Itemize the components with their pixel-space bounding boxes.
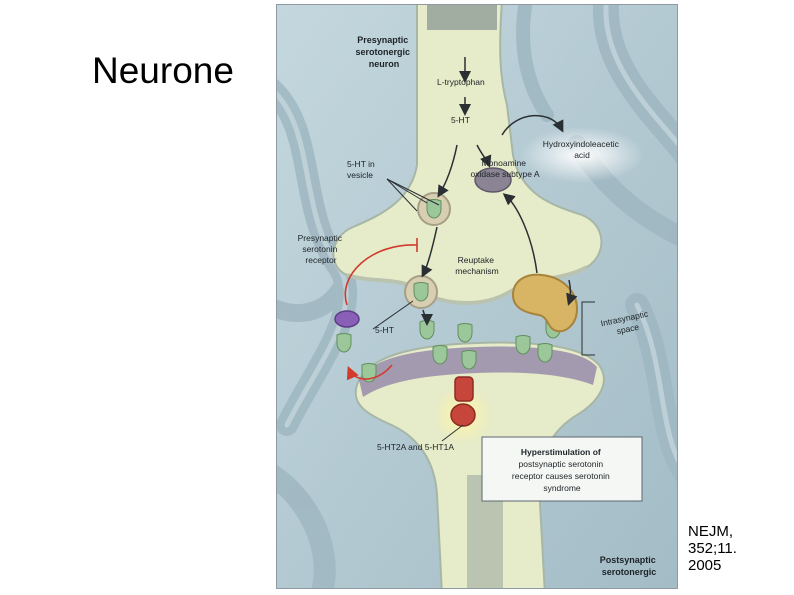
label-hydroxyindoleacetic-acid: Hydroxyindoleacetic acid bbox=[543, 139, 621, 160]
label-receptor-types: 5-HT2A and 5-HT1A bbox=[377, 442, 454, 452]
label-monoamine-oxidase: Monoamine oxidase subtype A bbox=[471, 158, 540, 179]
leader-vesicle-b bbox=[386, 178, 418, 212]
label-5ht-top: 5-HT bbox=[451, 115, 470, 125]
label-5ht-in-vesicle: 5-HT in vesicle bbox=[347, 159, 377, 180]
arrow-to-hiaa bbox=[501, 114, 564, 136]
presynaptic-serotonin-receptor bbox=[334, 310, 360, 328]
arrow-transporter bbox=[566, 279, 578, 306]
serotonin-molecule bbox=[537, 343, 553, 363]
leader-vesicle-c bbox=[386, 178, 440, 206]
serotonin-molecule bbox=[461, 350, 477, 370]
feedback-arrows bbox=[344, 238, 418, 381]
label-presynaptic-receptor: Presynaptic serotonin receptor bbox=[298, 233, 345, 265]
leader-lines bbox=[372, 178, 595, 442]
label-presynaptic-neuron: Presynaptic serotonergic neuron bbox=[355, 35, 412, 69]
citation: NEJM, 352;11. 2005 bbox=[688, 523, 737, 574]
axon-myelin bbox=[427, 5, 497, 30]
serotonin-molecule bbox=[336, 333, 352, 353]
slide-title: Neurone bbox=[92, 50, 234, 91]
bracket-intrasynaptic bbox=[581, 301, 595, 356]
synapse-diagram: Presynaptic serotonergic neuron L-trypto… bbox=[277, 5, 677, 588]
serotonin-molecule bbox=[413, 282, 429, 302]
postsynaptic-membrane bbox=[359, 346, 597, 397]
label-5ht-synapse: 5-HT bbox=[375, 325, 394, 335]
leader-5ht-synapse bbox=[372, 300, 414, 330]
inhibition-arrow bbox=[344, 244, 418, 306]
serotonin-synapse-figure: Presynaptic serotonergic neuron L-trypto… bbox=[276, 4, 678, 589]
arrow-to-mao bbox=[476, 144, 492, 168]
pathway-arrows bbox=[420, 57, 578, 326]
reuptake-transporter bbox=[511, 273, 579, 333]
label-postsynaptic-neuron: Postsynaptic serotonergic bbox=[600, 555, 659, 577]
label-tryptophan: L-tryptophan bbox=[437, 77, 485, 87]
serotonin-molecule bbox=[419, 320, 435, 340]
leader-receptor-types bbox=[441, 424, 464, 442]
callout-text: Hyperstimulation of postsynaptic seroton… bbox=[512, 447, 612, 493]
arrow-reuptake bbox=[502, 193, 538, 274]
arrow-to-vesicle bbox=[437, 144, 458, 198]
serotonin-molecule bbox=[457, 323, 473, 343]
monoamine-oxidase-organelle bbox=[474, 167, 512, 193]
leader-vesicle-a bbox=[386, 178, 428, 204]
arrow-vesicle-down bbox=[421, 226, 438, 278]
serotonin-molecule bbox=[515, 335, 531, 355]
postsynaptic-receptor bbox=[450, 376, 476, 427]
arrow-release bbox=[420, 309, 433, 326]
callout-box bbox=[481, 436, 643, 502]
label-reuptake-mechanism: Reuptake mechanism bbox=[455, 255, 498, 276]
serotonin-molecule bbox=[432, 345, 448, 365]
hiaa-cloud bbox=[520, 127, 644, 183]
postsynaptic-neuron bbox=[354, 341, 605, 588]
binding-arrow bbox=[346, 364, 393, 381]
